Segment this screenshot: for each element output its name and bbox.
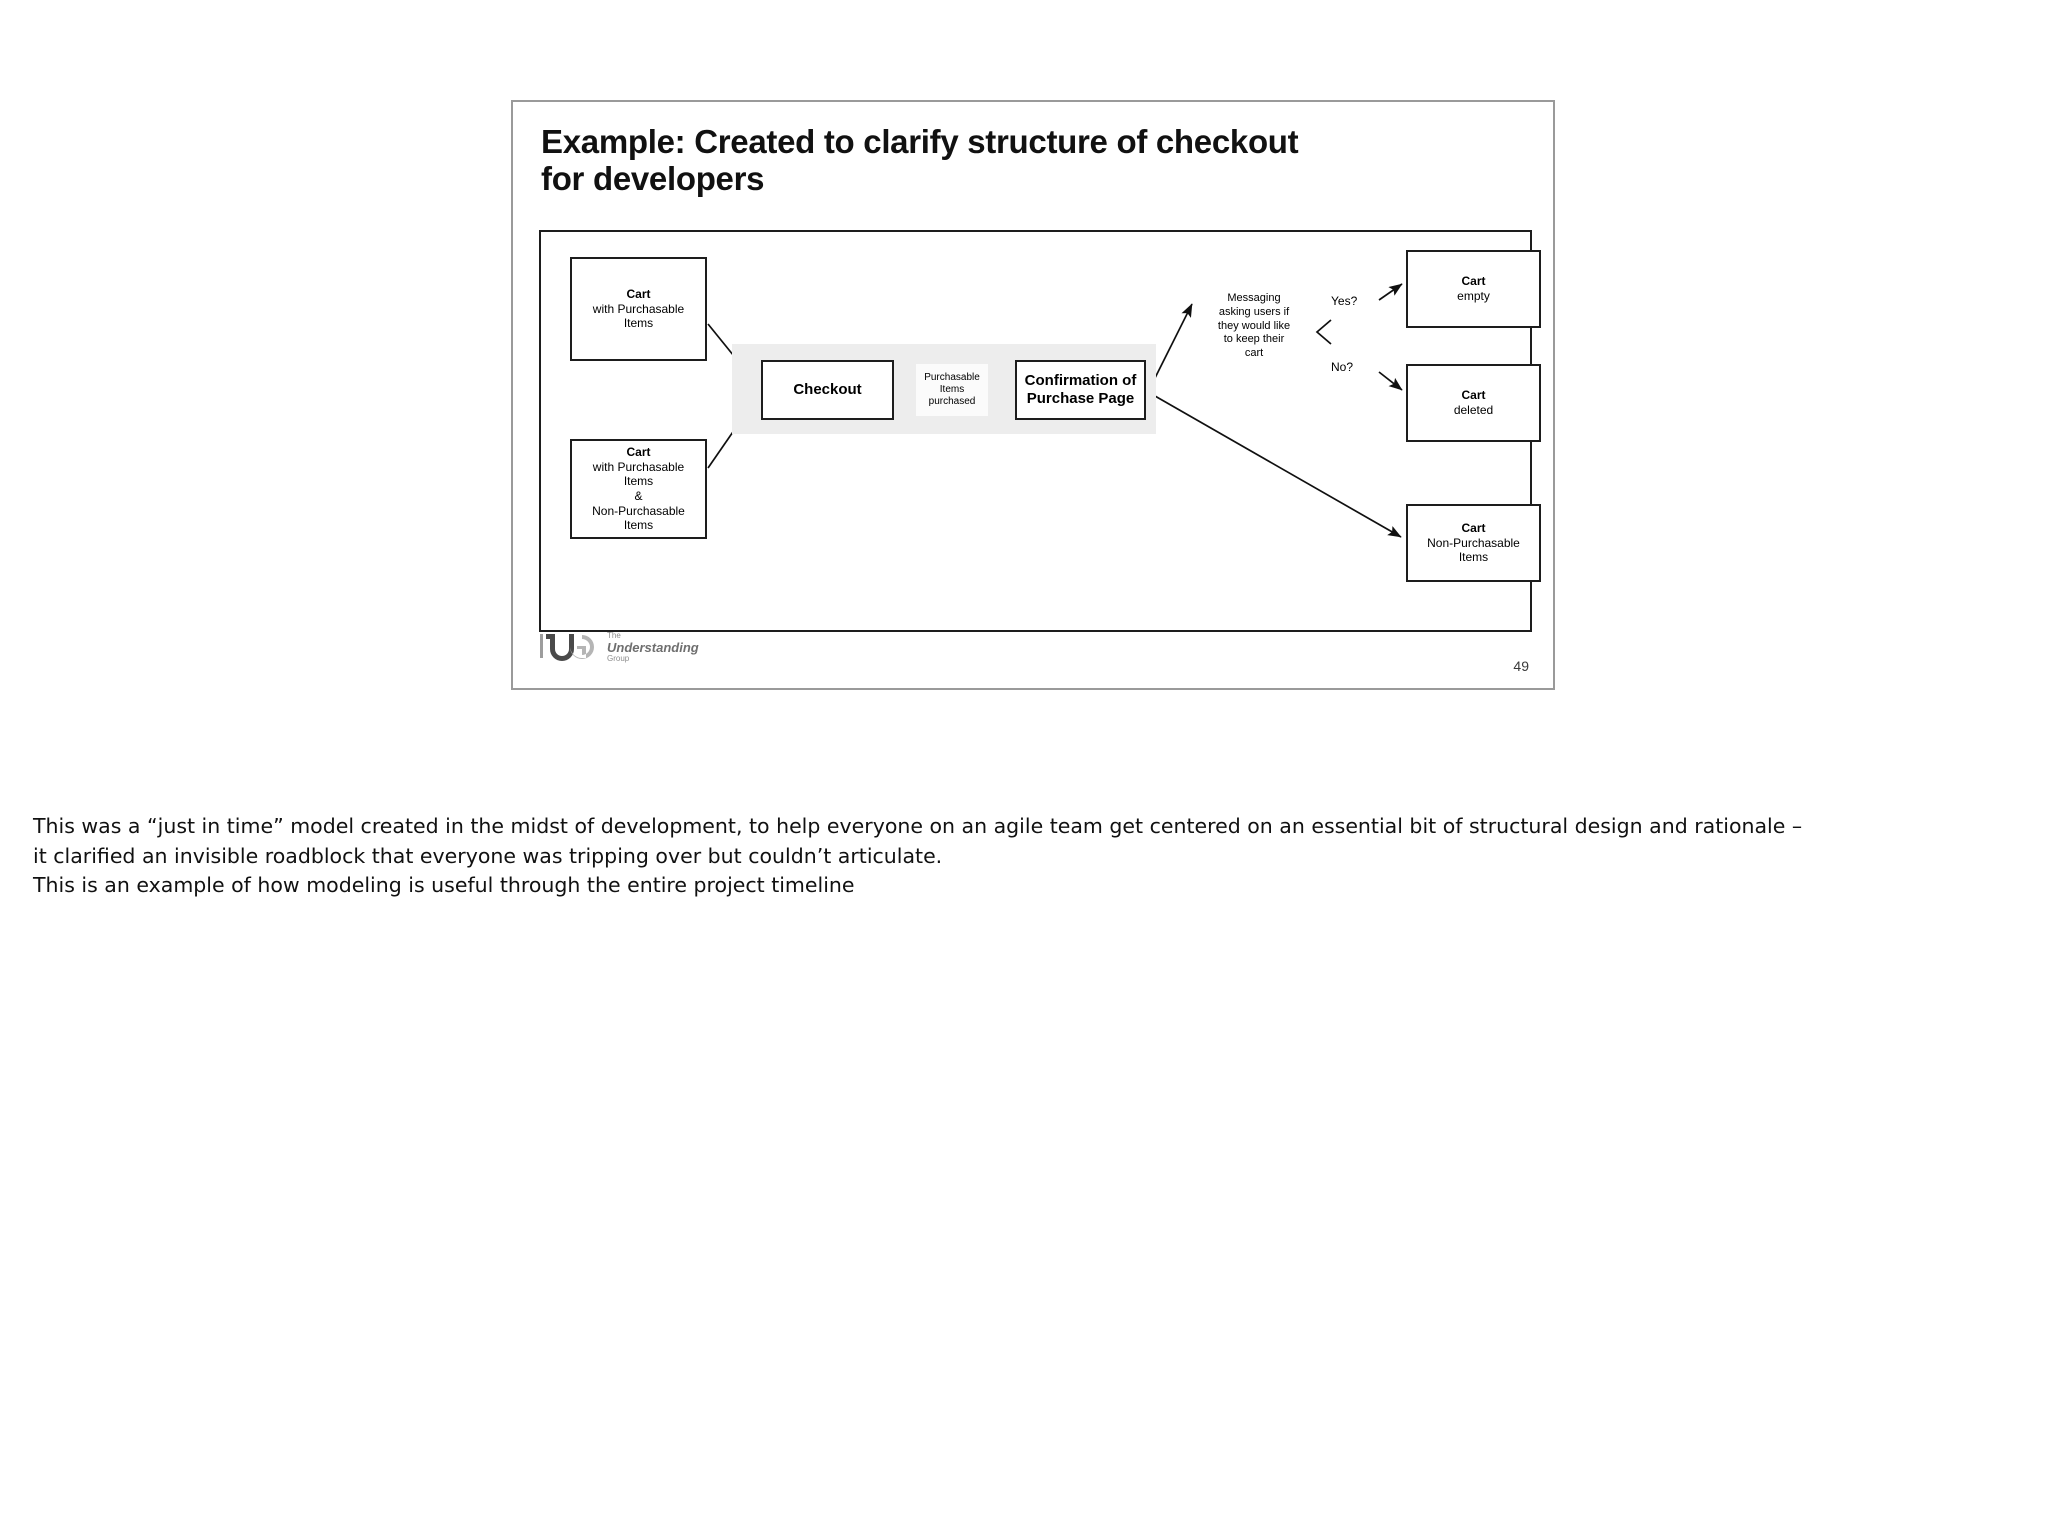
node-cart-with-purchasable-and-non-purchasable-items[interactable]: Cart with Purchasable Items & Non-Purcha… [570, 439, 707, 539]
node-subtitle: with Purchasable Items & Non-Purchasable… [592, 459, 685, 533]
node-title: Cart [1461, 521, 1486, 536]
caption-line-3: This is an example of how modeling is us… [33, 873, 855, 898]
node-cart-deleted[interactable]: Cart deleted [1406, 364, 1541, 442]
slide-footer: The Understanding Group 49 [539, 632, 1529, 674]
node-subtitle: deleted [1453, 403, 1494, 417]
tug-logo: The Understanding Group [539, 632, 699, 663]
diagram-frame: Cart with Purchasable Items Cart with Pu… [539, 230, 1541, 632]
edge-label-purchasable-items-purchased: Purchasable Items purchased [916, 364, 988, 416]
tug-wordmark: The Understanding Group [607, 632, 699, 663]
slide-canvas: Example: Created to clarify structure of… [511, 100, 1555, 690]
node-cart-empty[interactable]: Cart empty [1406, 250, 1541, 328]
node-checkout[interactable]: Checkout [761, 360, 894, 420]
caption-block: This was a “just in time” model created … [33, 812, 2023, 901]
node-confirmation-of-purchase-page[interactable]: Confirmation of Purchase Page [1015, 360, 1146, 420]
page-number: 49 [1513, 658, 1529, 674]
node-subtitle: empty [1457, 289, 1490, 303]
caption-line-1: This was a “just in time” model created … [33, 814, 1803, 838]
node-title: Cart [626, 445, 651, 460]
tug-word-the: The [607, 631, 621, 640]
node-title: Cart [1461, 274, 1486, 289]
caption-line-2: it clarified an invisible roadblock that… [33, 843, 943, 868]
node-subtitle: Non-Purchasable Items [1427, 535, 1520, 565]
branch-label-yes: Yes? [1331, 294, 1358, 308]
decision-messaging-keep-cart: Messaging asking users if they would lik… [1217, 292, 1291, 359]
slide-title: Example: Created to clarify structure of… [541, 123, 1299, 197]
node-subtitle: with Purchasable Items [592, 301, 685, 331]
node-title: Confirmation of Purchase Page [1024, 372, 1137, 407]
branch-label-no: No? [1331, 360, 1354, 374]
node-title: Cart [1461, 388, 1486, 403]
node-title: Cart [626, 287, 651, 302]
node-cart-non-purchasable-items[interactable]: Cart Non-Purchasable Items [1406, 504, 1541, 582]
tug-word-understanding: Understanding [607, 640, 699, 655]
node-title: Checkout [793, 381, 862, 398]
node-cart-with-purchasable-items[interactable]: Cart with Purchasable Items [570, 257, 707, 361]
tug-monogram-icon [540, 633, 594, 661]
tug-word-group: Group [607, 654, 630, 663]
